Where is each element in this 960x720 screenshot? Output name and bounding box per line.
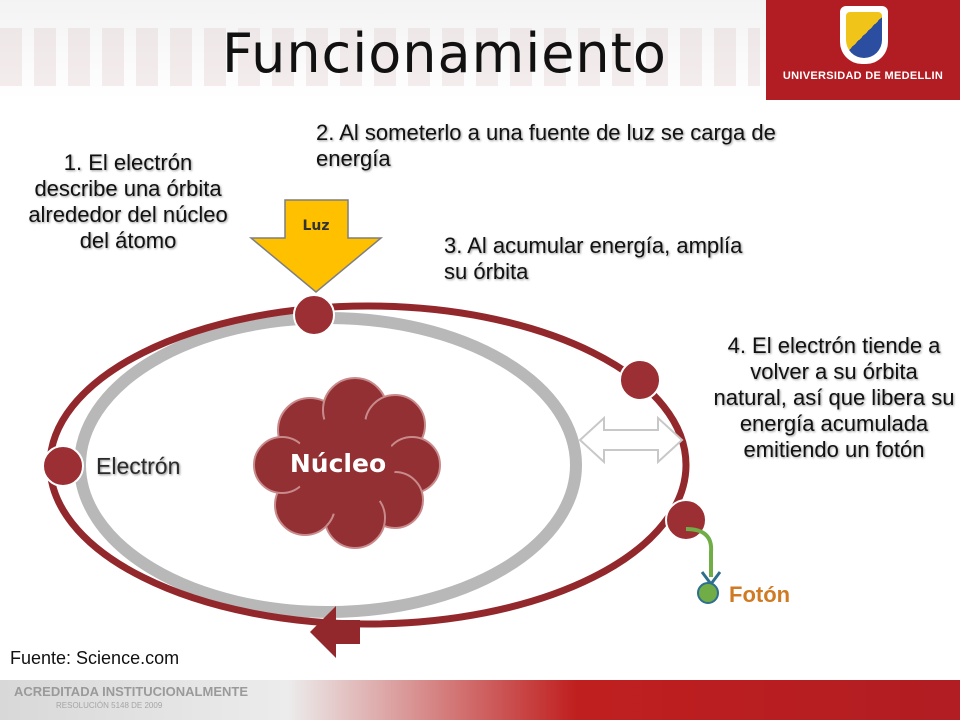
down-arrow-icon — [248, 199, 384, 293]
electron-label: Electrón — [96, 453, 181, 479]
curved-arrow-icon — [685, 527, 714, 577]
electron-left — [42, 445, 84, 487]
photon — [697, 582, 719, 604]
electron-right-upper — [619, 359, 661, 401]
source-credit: Fuente: Science.com — [10, 648, 180, 668]
banner-pattern — [0, 28, 760, 86]
step-1-text: 1. El electrón describe una órbita alred… — [28, 150, 228, 253]
accreditation-text: ACREDITADA INSTITUCIONALMENTE — [14, 684, 248, 699]
slide-title: Funcionamiento — [222, 22, 667, 85]
double-arrow-icon — [578, 415, 684, 465]
photon-label: Fotón — [729, 582, 791, 607]
step-3-text: 3. Al acumular energía, amplía su órbita — [444, 233, 743, 284]
electron-top — [293, 294, 335, 336]
footer-banner: ACREDITADA INSTITUCIONALMENTE RESOLUCIÓN… — [0, 680, 960, 720]
nucleus-label: Núcleo — [290, 449, 386, 478]
left-arrow-icon — [310, 606, 360, 658]
logo-text: UNIVERSIDAD DE MEDELLIN — [782, 70, 944, 82]
electron-right-lower — [665, 499, 707, 541]
light-label: Luz — [302, 218, 329, 234]
step-4-text: 4. El electrón tiende a volver a su órbi… — [713, 333, 955, 462]
step-2-text: 2. Al someterlo a una fuente de luz se c… — [316, 120, 776, 171]
university-crest-icon — [840, 6, 888, 64]
accreditation-subtext: RESOLUCIÓN 5148 DE 2009 — [56, 701, 163, 710]
university-logo: UNIVERSIDAD DE MEDELLIN — [766, 0, 960, 100]
crest-shield — [846, 12, 882, 58]
nucleus — [253, 377, 441, 549]
